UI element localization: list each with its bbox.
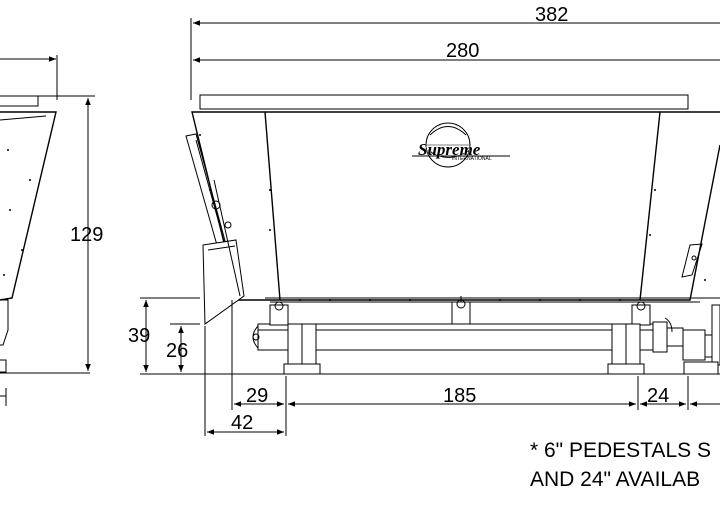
pedestal-note: * 6" PEDESTALS S AND 24" AVAILAB (530, 439, 711, 491)
logo-sub: INTERNATIONAL (452, 156, 492, 162)
dim-inner-width: 280 (446, 40, 479, 62)
dim-leg-height-inner: 26 (166, 340, 188, 362)
note-line-2: AND 24" AVAILAB (530, 468, 700, 491)
dim-side-height: 129 (70, 224, 103, 246)
dim-front-offset-b: 42 (231, 412, 253, 434)
brand-logo: Supreme INTERNATIONAL (412, 122, 510, 168)
note-line-1: * 6" PEDESTALS S (530, 439, 711, 462)
dim-leg-height-outer: 39 (128, 325, 150, 347)
dim-pedestal-span: 185 (443, 385, 476, 407)
dim-rear-offset: 24 (647, 385, 669, 407)
discharge-door (185, 133, 245, 325)
rivet-row (199, 134, 706, 301)
logo-brand: Supreme (418, 140, 481, 159)
dim-overall-width: 382 (535, 4, 568, 26)
dim-front-offset-a: 29 (246, 385, 268, 407)
side-view: 129 (0, 55, 103, 406)
front-view: 382 280 (128, 4, 720, 436)
base-frame (252, 296, 720, 375)
